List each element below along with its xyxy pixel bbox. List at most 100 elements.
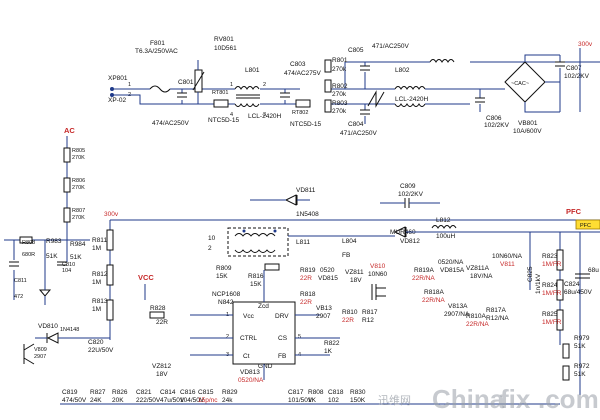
svg-text:R819A: R819A [414,267,435,274]
part-value: 102 [328,397,339,404]
svg-text:R979: R979 [574,335,590,342]
svg-text:~CAC~: ~CAC~ [511,81,529,87]
resistor-r808: R808 680R [19,236,35,258]
svg-text:R809: R809 [216,265,232,272]
svg-text:C825: C825 [527,266,534,282]
resistor-r817: R817 R12 [362,309,378,324]
svg-text:C803: C803 [290,61,306,68]
resistor-r819a: R819A 22R/NA [412,267,435,282]
diode-vd810: VD810 1N4148 [38,323,79,344]
svg-text:PFC: PFC [580,223,591,229]
rail-300v-top: 300v [578,41,593,48]
part-ref: C814 [160,389,176,396]
rail-300v-left: 300v [104,211,119,218]
svg-text:10N60: 10N60 [368,271,388,278]
mosfet-v810: V810 10N60 [368,263,388,300]
svg-text:1M: 1M [92,245,101,252]
sense-wire [4,239,90,300]
capacitor-c805: C805 471/AC250V [348,43,410,89]
svg-text:102/2KV: 102/2KV [398,191,424,198]
svg-text:51K: 51K [70,254,82,261]
svg-text:CS: CS [278,335,288,342]
svg-text:R816: R816 [248,273,264,280]
svg-text:474/AC250V: 474/AC250V [152,120,190,127]
resistor-r825: R825 1M/FR [542,309,564,331]
svg-text:18V/NA: 18V/NA [470,273,493,280]
svg-text:L802: L802 [395,67,410,74]
zener-sense [38,289,52,297]
resistor-r817a: R817A R12/NA [486,307,509,322]
diode-vd815a: 0520/NA VD815A [438,259,465,274]
svg-text:472: 472 [14,294,23,300]
svg-text:China: China [432,384,505,414]
resistor-r809: R809 15K [216,265,232,280]
svg-text:VB801: VB801 [518,120,538,127]
svg-text:471/AC250V: 471/AC250V [340,130,378,137]
part-value: 150K [350,397,366,404]
svg-text:18V: 18V [350,277,362,284]
pin1-label: 1 [128,82,131,88]
capacitor-c811: C811 472 [9,261,27,300]
resistor-r812: R812 1M [92,264,114,286]
part-ref: C816 [180,389,196,396]
ac-label: AC [64,126,75,135]
inductor-l812: L812 100uH [431,217,457,240]
svg-text:R819: R819 [300,267,316,274]
resistor-r979: R979 51K [562,335,590,359]
svg-text:NTC5D-15: NTC5D-15 [290,121,321,128]
svg-text:51K: 51K [46,253,58,260]
svg-text:100uH: 100uH [436,233,455,240]
xp801-label: XP801 [108,75,128,82]
svg-text:R822: R822 [324,340,340,347]
zener-vz812: VZ812 18V [152,363,172,378]
part-ref: R829 [222,389,238,396]
diode-vd813: VD813 0520/NA [238,369,264,384]
inductor-l804: L804 FB [342,238,357,259]
capacitor-c803: C803 474/AC275V [280,61,322,104]
svg-text:L811: L811 [296,239,310,246]
svg-text:C810: C810 [62,262,75,268]
diode-vd815: 0520 VD815 [318,267,338,282]
part-value: 474/50V [62,397,87,404]
resistor-r803: R803 270k [324,99,348,115]
part-value: 1K [308,397,317,404]
ic-n842: NCP1608 N842 Zcd Vcc DRV CTRL CS Ct FB G… [212,291,301,370]
part-value: 15p/nc [198,397,218,404]
resistor-r806: R806 270K [63,177,85,193]
svg-text:R828: R828 [150,305,166,312]
resistor-r818: R818 22R [300,291,316,306]
svg-text:VD812: VD812 [400,238,420,245]
diode-vd811: VD811 1N5408 [250,187,319,218]
svg-text:270K: 270K [72,215,85,221]
pfc-output-wire [288,231,600,237]
svg-text:VD811: VD811 [296,187,316,194]
part-value: 47u/50V [160,397,185,404]
svg-text:51K: 51K [574,343,586,350]
svg-text:LCL-2420H: LCL-2420H [248,113,282,120]
svg-text:R810: R810 [342,309,358,316]
ntc-rt801: RT801 NTC5D-15 [208,90,239,124]
part-ref: C818 [328,389,344,396]
resistor-r802: R802 270k [324,79,348,98]
capacitor-c809: C809 102/2KV [380,183,440,208]
resistor-r824: R824 1M/FR [542,279,564,301]
resistor-r813: R813 1M [92,298,114,321]
svg-text:V811: V811 [500,261,515,268]
resistor-r810a: R810A 22R/NA [466,313,489,328]
svg-text:FB: FB [342,252,350,259]
line-n-wire [112,94,470,105]
svg-text:V809: V809 [34,347,47,353]
svg-text:1N5408: 1N5408 [296,211,319,218]
svg-text:C811: C811 [14,278,27,284]
svg-text:F801: F801 [150,40,165,47]
svg-text:104: 104 [62,268,71,274]
part-ref: C815 [198,389,214,396]
svg-text:C807: C807 [566,65,582,72]
svg-text:VD810: VD810 [38,323,58,330]
svg-text:R825: R825 [542,311,558,318]
svg-text:L804: L804 [342,238,357,245]
